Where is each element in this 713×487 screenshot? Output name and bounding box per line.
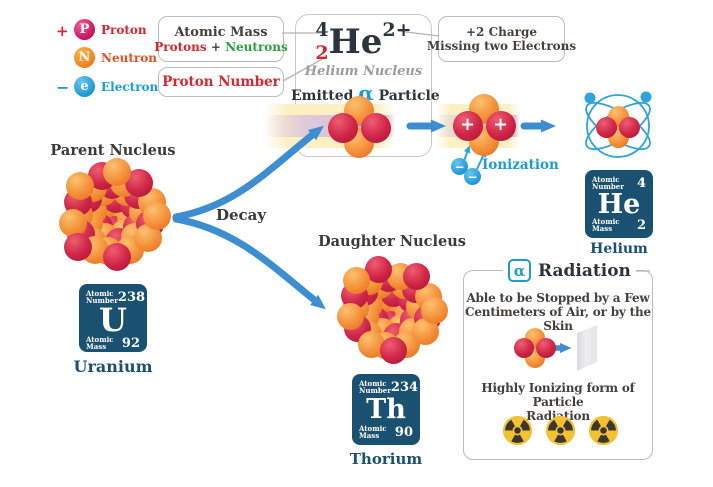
proton-number-label: Proton Number (162, 74, 280, 90)
helium-tile: Atomic Number 4 He Atomic Mass 2 (585, 170, 653, 238)
element-symbol: He (328, 22, 383, 62)
particle-word: Particle (378, 88, 440, 104)
radiation-hazard-icon (502, 415, 533, 446)
tile-top-label: Atomic Number (86, 289, 118, 305)
tile-top-value: 4 (636, 175, 646, 191)
protons-word: Protons (154, 39, 207, 54)
proton-number-callout: Proton Number (158, 67, 284, 97)
ejected-electron: − (451, 158, 468, 175)
emitted-alpha-caption: Emitted α Particle (291, 81, 440, 105)
legend-proton-label: Proton (101, 23, 147, 37)
parent-nucleus-label: Parent Nucleus (50, 142, 176, 159)
decay-arrows (172, 125, 326, 310)
radiation-stopped-text: Able to be Stopped by a Few Centimeters … (465, 291, 651, 333)
tile-bottom-value: 2 (636, 217, 646, 233)
decay-label: Decay (216, 206, 267, 224)
charge-line1: +2 Charge (466, 25, 537, 39)
tile-top-label: Atomic Number (592, 175, 624, 191)
electron-icon: e (74, 76, 95, 97)
ionization-label: Ionization (482, 157, 559, 173)
helium-name: Helium (590, 241, 648, 257)
radiation-title: α Radiation (503, 259, 636, 282)
tile-bottom-label: Atomic Mass (86, 335, 114, 351)
helium-isotope-notation: 4 2 He 2+ (295, 21, 432, 63)
helium-symbol: He (597, 188, 641, 220)
atomic-mass-callout: Atomic Mass Protons + Neutrons (154, 16, 288, 62)
tile-bottom-value: 92 (121, 335, 140, 351)
orbit-electron-icon (640, 91, 652, 103)
thorium-name: Thorium (349, 450, 423, 468)
atom-orbits (585, 94, 651, 158)
helium-nucleus-caption: Helium Nucleus (304, 64, 423, 79)
tile-top-value: 238 (117, 289, 146, 305)
atomic-mass-title: Atomic Mass (174, 24, 268, 40)
legend-neutron-label: Neutron (101, 51, 157, 65)
tile-bottom-value: 90 (394, 424, 413, 440)
emitted-word: Emitted (291, 88, 354, 104)
mass-number: 4 (315, 19, 329, 41)
tile-top-value: 234 (390, 379, 419, 395)
minus-sign: − (56, 78, 70, 97)
charge-line2: Missing two Electrons (426, 39, 577, 53)
daughter-nucleus-label: Daughter Nucleus (318, 233, 466, 250)
radiation-hazard-icon (588, 415, 619, 446)
ejected-electron: − (464, 168, 481, 185)
charge-superscript: 2+ (382, 19, 412, 41)
alpha-badge-icon: α (508, 259, 531, 282)
legend-electron-label: Electron (101, 80, 159, 94)
charge-callout: +2 Charge Missing two Electrons (427, 16, 576, 62)
radiation-hazard-icon (545, 415, 576, 446)
uranium-symbol: U (99, 301, 127, 339)
tile-bottom-label: Atomic Mass (359, 424, 387, 440)
uranium-name: Uranium (73, 357, 153, 376)
neutron-icon: N (74, 47, 95, 68)
radiation-ionizing-text: Highly Ionizing form of Particle Radiati… (481, 381, 635, 423)
alpha-glyph: α (358, 81, 374, 105)
orbit-electron-icon (584, 92, 596, 104)
radiation-title-text: Radiation (538, 260, 631, 281)
proton-number-value: 2 (315, 42, 329, 64)
radiation-hazard-icons (502, 415, 619, 446)
barrier-sheet (577, 325, 597, 371)
tile-bottom-label: Atomic Mass (592, 217, 620, 233)
plus-sign: + (56, 22, 69, 40)
plus-word: + (210, 39, 221, 54)
thorium-symbol: Th (366, 394, 406, 425)
neutrons-word: Neutrons (225, 39, 288, 54)
proton-icon: P (74, 19, 95, 40)
tile-top-label: Atomic Number (359, 379, 391, 395)
